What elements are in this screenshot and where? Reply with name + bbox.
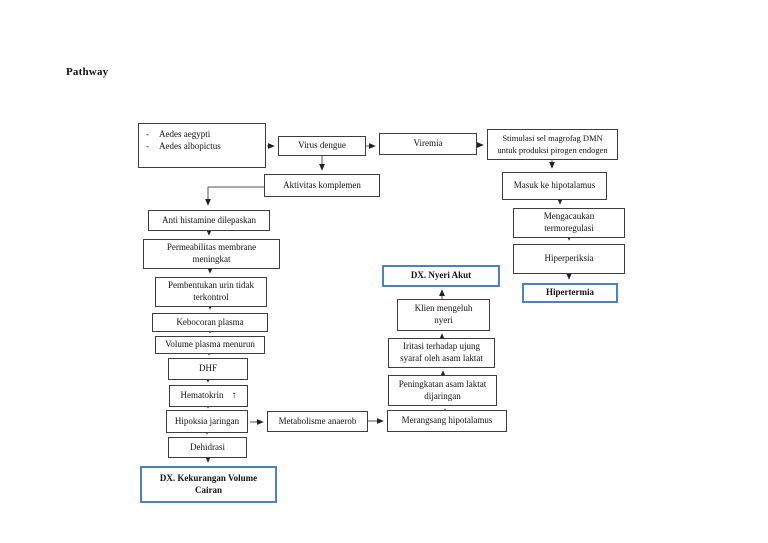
node-anti-histamine: Anti histamine dilepaskan xyxy=(148,210,270,231)
node-dx-nyeri-akut: DX. Nyeri Akut xyxy=(382,265,500,287)
node-dhf: DHF xyxy=(168,358,248,380)
node-masuk-hipotalamus: Masuk ke hipotalamus xyxy=(502,172,607,200)
node-peningkatan-asam-laktat: Peningkatan asam laktat dijaringan xyxy=(388,375,497,406)
node-viremia: Viremia xyxy=(379,133,477,155)
increase-arrow-icon: ↑ xyxy=(231,390,237,402)
node-hematokrin: Hematokrin ↑ xyxy=(169,385,248,407)
node-dengue-vectors: - Aedes aegypti - Aedes albopictus xyxy=(138,123,266,168)
node-hiperperiksia: Hiperperiksia xyxy=(513,244,625,274)
node-metabolisme-anaerob: Metabolisme anaerob xyxy=(267,411,368,432)
node-permeabilitas-membrane: Permeabilitas membrane meningkat xyxy=(143,239,280,269)
node-klien-mengeluh-nyeri: Klien mengeluh nyeri xyxy=(397,299,490,331)
node-virus-dengue: Virus dengue xyxy=(278,136,366,156)
node-iritasi-ujung-syaraf: Iritasi terhadap ujung syaraf oleh asam … xyxy=(388,338,495,368)
vector-item: Aedes albopictus xyxy=(159,140,221,151)
node-pembentukan-urin: Pembentukan urin tidak terkontrol xyxy=(155,277,267,307)
node-dx-kekurangan-volume-cairan: DX. Kekurangan Volume Cairan xyxy=(140,466,277,503)
vector-item: Aedes aegypti xyxy=(159,129,211,139)
bullet-dash: - xyxy=(146,129,149,139)
node-stimulasi-magrofag: Stimulasi sel magrofag DMN untuk produks… xyxy=(487,129,618,160)
node-dx-hipertermia: Hipertermia xyxy=(522,283,618,303)
node-mengacaukan-termoregulasi: Mengacaukan termoregulasi xyxy=(513,208,625,238)
node-dehidrasi: Dehidrasi xyxy=(168,437,247,458)
node-hipoksia-jaringan: Hipoksia jaringan xyxy=(166,410,248,433)
node-merangsang-hipotalamus: Merangsang hipotalamus xyxy=(387,410,507,432)
bullet-dash: - xyxy=(146,140,149,151)
arrow-aktivitas-to-antihistamine xyxy=(205,186,264,206)
node-kebocoran-plasma: Kebocoran plasma xyxy=(152,313,268,332)
page-title: Pathway xyxy=(66,66,109,78)
node-aktivitas-komplemen: Aktivitas komplemen xyxy=(264,174,380,197)
node-volume-plasma-menurun: Volume plasma menurun xyxy=(155,336,265,354)
